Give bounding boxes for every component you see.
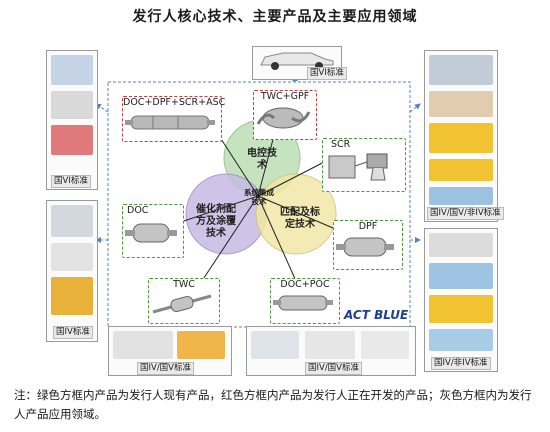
app-box-right-bottom: 国IV/非IV标准 [424,228,498,372]
standard-label: 国IV标准 [53,326,93,339]
act-blue-logo: ACT BLUE [344,308,409,322]
product-label: DOC+DPF+SCR+ASC [123,97,226,108]
product-label: DOC+POC [280,279,330,290]
light-truck-icon [251,331,299,359]
app-box-left-top: 国VI标准 [46,50,98,190]
delivery-truck-icon [429,91,493,117]
center-dot [255,193,261,199]
road-roller-icon [429,159,493,181]
twc-unit-icon [152,294,212,314]
minivan-icon [361,331,409,359]
coach-bus-icon [429,263,493,289]
doc-unit-icon [125,223,177,243]
circle-right-label: 匹配及标定技术 [280,207,320,230]
product-doc-dpf-scr-asc: DOC+DPF+SCR+ASC [122,96,226,142]
product-dpf: DPF [333,220,403,270]
app-box-top: 国VI标准 [252,46,347,80]
ship-icon [429,187,493,205]
app-box-bottom-left: 国IV/国V标准 [108,326,232,376]
cruise-ship-icon [429,329,493,351]
cargo-truck-icon [51,205,93,237]
app-box-bottom-right: 国IV/国V标准 [246,326,416,376]
product-doc-poc: DOC+POC [270,278,340,324]
product-label: SCR [331,139,351,150]
motorcycle-icon [177,331,225,359]
circle-top-label: 电控技术 [247,148,277,171]
muffler-long-icon [125,115,215,130]
standard-label: 国VI标准 [51,175,91,188]
product-twc: TWC [148,278,220,324]
scr-unit-icon [328,153,388,181]
doc-poc-unit-icon [273,295,333,311]
standard-label: 国IV/国V/非IV标准 [427,207,504,220]
truck-icon [51,55,93,85]
circle-center-label: 系统集成技术 [244,188,274,206]
product-scr: SCR [322,138,406,192]
product-label: DPF [358,221,378,232]
converter-icon [256,107,311,129]
pickup-icon [51,243,93,271]
arrow-right-top [409,103,421,113]
convertible-car-icon [113,331,173,359]
wheel-loader-icon [429,123,493,153]
standard-label: 国IV/国V标准 [305,362,363,375]
dpf-unit-icon [336,237,394,257]
arrow-left-top [95,103,109,113]
product-twc-gpf: TWC+GPF [253,90,317,140]
app-box-left-bottom: 国IV标准 [46,200,98,342]
circle-calibration [255,173,337,255]
tractor-truck-icon [429,55,493,85]
standard-label: 国IV/非IV标准 [431,357,491,370]
standard-label: 国VI标准 [307,67,347,80]
radiating-lines [177,124,334,291]
circle-left-label: 催化剂配方及涂覆技术 [196,204,236,239]
bus-icon [51,125,93,155]
suv-icon [429,233,493,257]
sedan-car-icon [260,52,334,70]
page-title: 发行人核心技术、主要产品及主要应用领域 [132,9,418,25]
forklift-icon [51,277,93,315]
product-label: TWC+GPF [260,91,310,102]
compactor-icon [429,295,493,323]
standard-label: 国IV/国V标准 [137,362,195,375]
pickup-truck-icon [305,331,355,359]
product-label: TWC [173,279,195,290]
app-box-right-top: 国IV/国V/非IV标准 [424,50,504,222]
van-icon [51,91,93,119]
product-label: DOC [127,205,149,216]
footnote: 注：绿色方框内产品为发行人现有产品，红色方框内产品为发行人正在开发的产品；灰色方… [14,388,532,421]
product-doc: DOC [122,204,184,258]
